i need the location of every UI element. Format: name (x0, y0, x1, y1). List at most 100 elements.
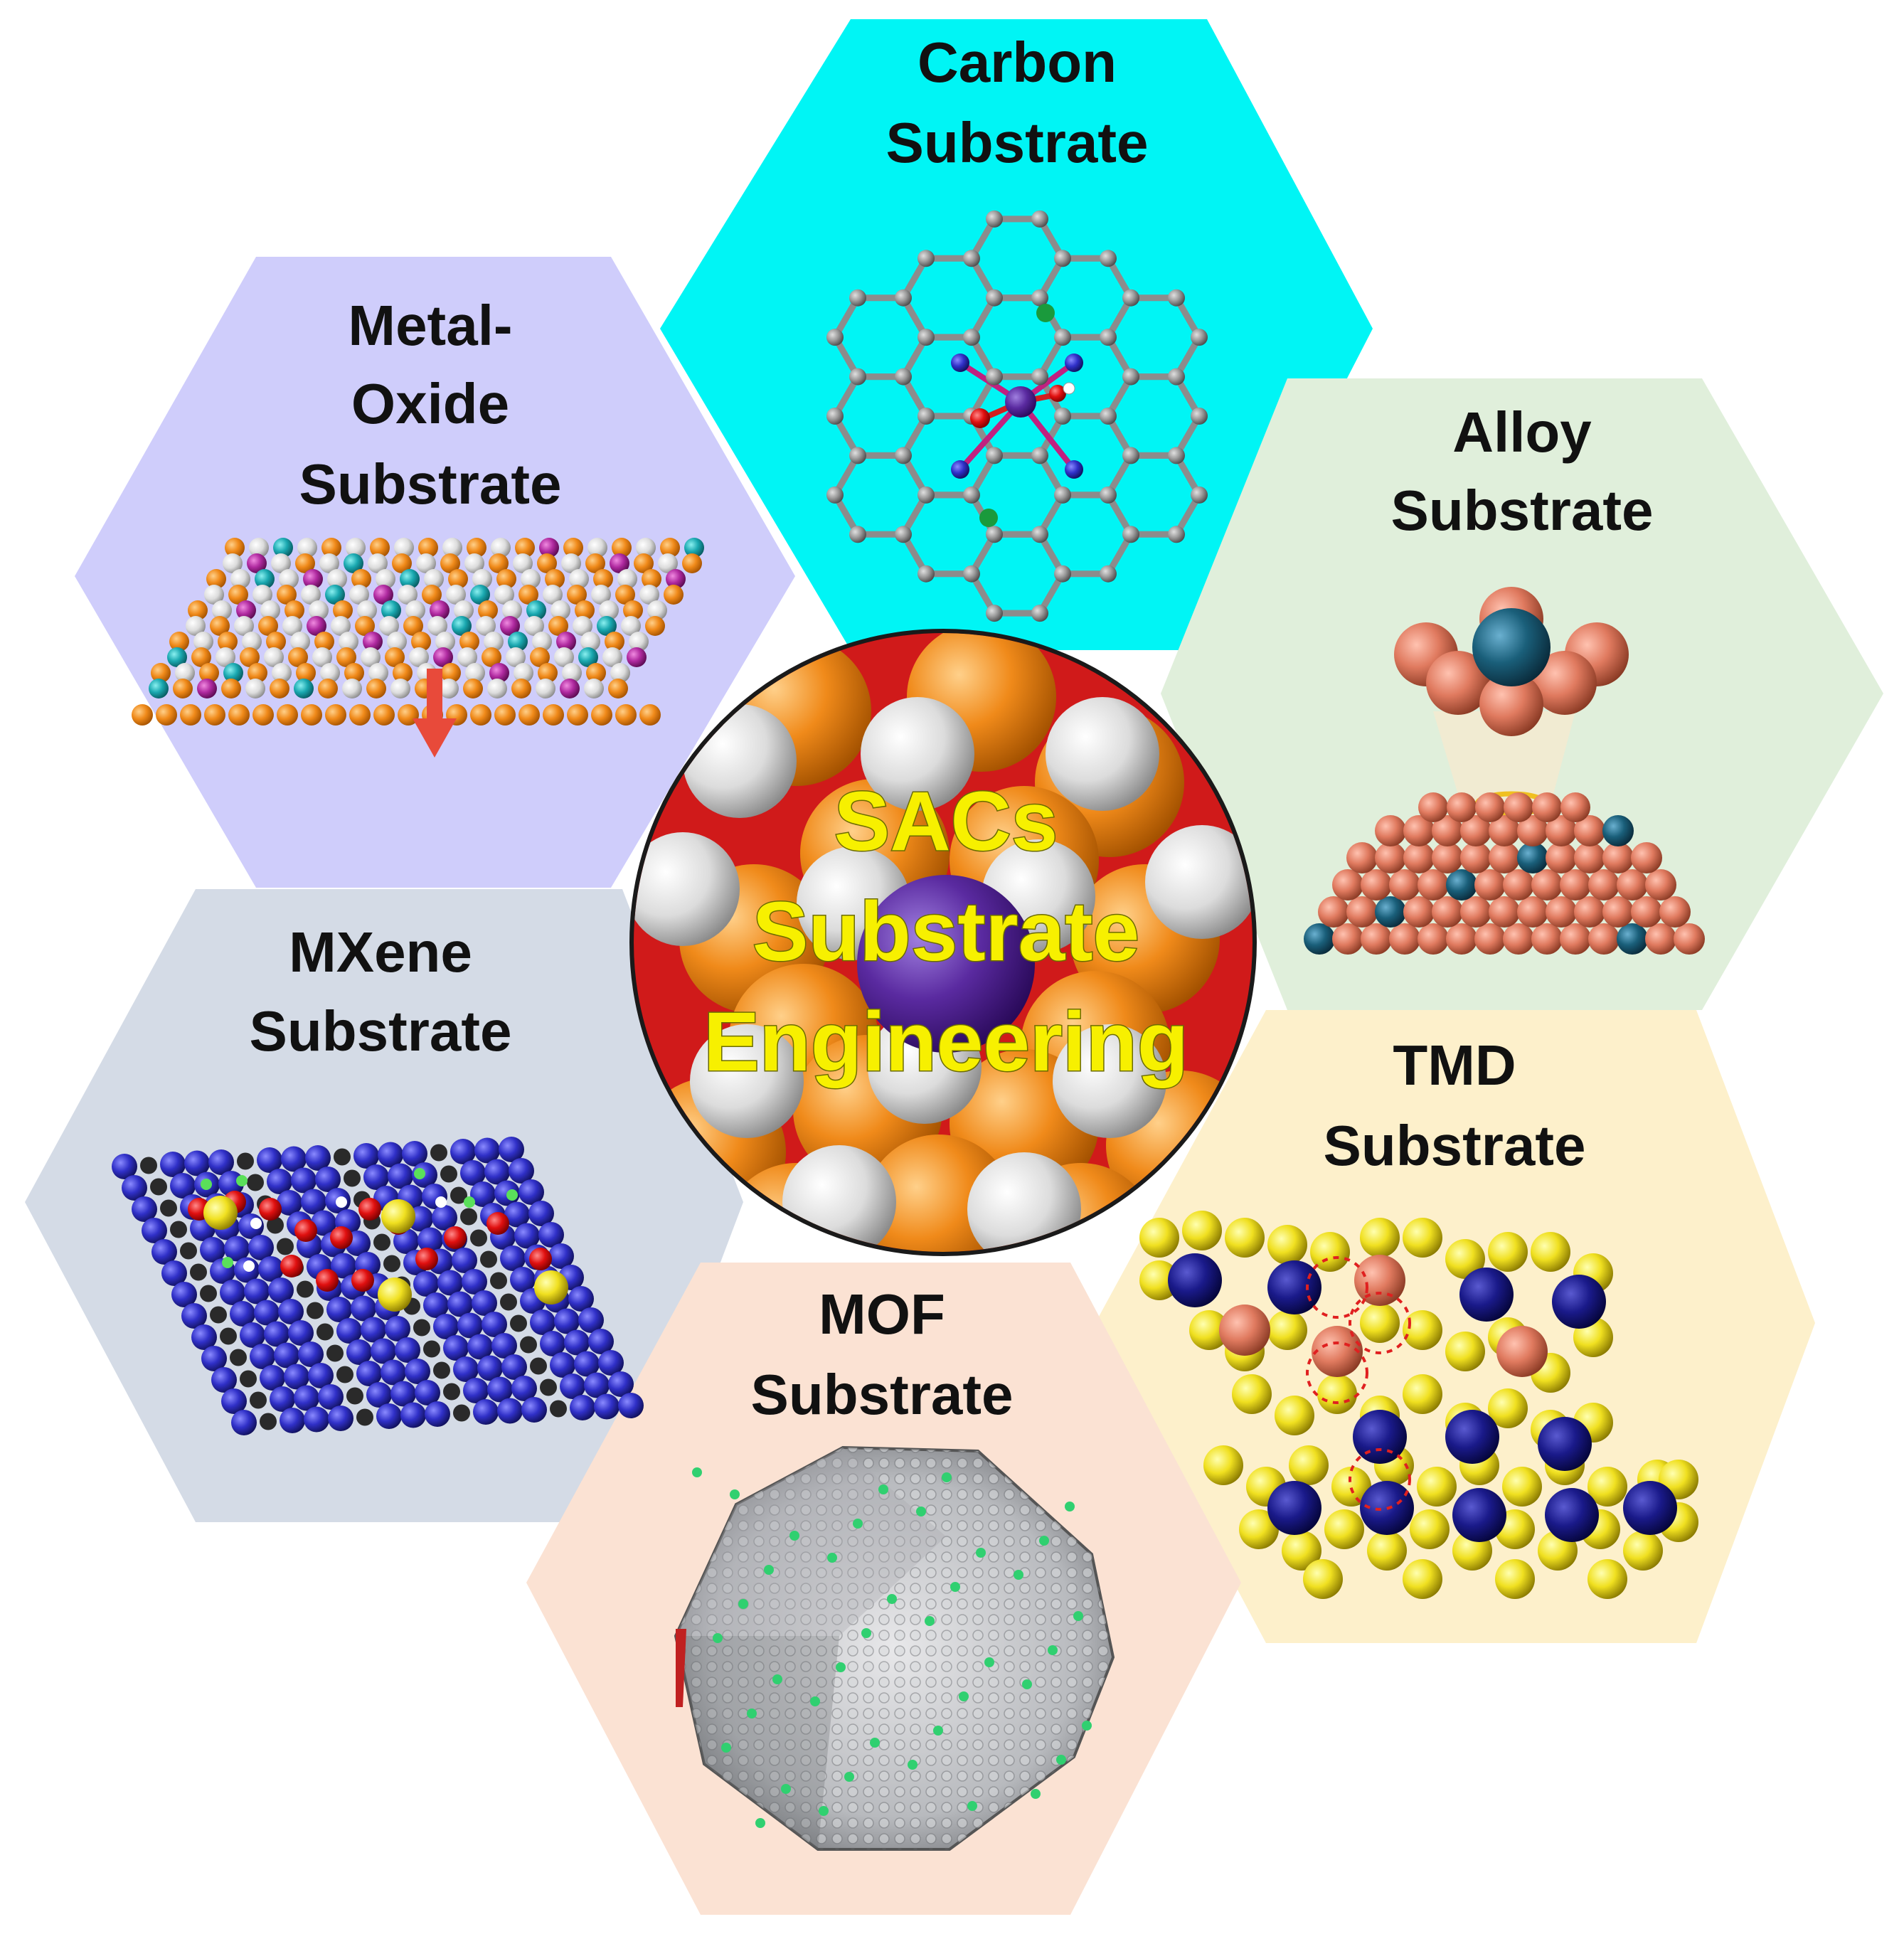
sulfur-atom (1403, 1218, 1442, 1258)
dopant-n-atom (951, 354, 969, 372)
alloy-atom (1659, 896, 1691, 928)
metal-atom (450, 1139, 476, 1164)
oxide-atom (569, 569, 589, 589)
oxide-atom (301, 704, 322, 726)
metal-atom (181, 1303, 207, 1329)
sulfur-atom (1139, 1218, 1179, 1258)
metal-atom (393, 1228, 419, 1254)
carbon-atom (1168, 526, 1185, 543)
oxide-atom (684, 538, 704, 558)
oxide-atom (309, 600, 329, 620)
metal-atom (270, 1386, 295, 1412)
metal-atom (453, 1356, 479, 1382)
carbon-atom (430, 1144, 447, 1162)
alloy-atom (1403, 815, 1435, 846)
oxide-atom (290, 632, 310, 652)
oxide-atom (225, 538, 245, 558)
vacancy-ring (1306, 1341, 1368, 1404)
carbon-atom (297, 1280, 314, 1298)
metal-site-dot (861, 1628, 871, 1638)
carbon-atom (520, 1336, 537, 1354)
oxide-atom (435, 632, 455, 652)
oxide-atom (457, 647, 477, 667)
oxide-atom (327, 569, 347, 589)
carbon-atom (1054, 565, 1071, 583)
alloy-title-line2: Substrate (1391, 479, 1654, 542)
oxide-atom (210, 616, 230, 636)
oxide-atom (368, 553, 388, 573)
metal-atom (432, 1205, 457, 1231)
oxide-atom (463, 679, 483, 698)
oxide-atom (548, 616, 568, 636)
metal-atom (1452, 1488, 1506, 1542)
carbon-atom (190, 1263, 207, 1281)
metal-atom (482, 1312, 507, 1337)
sulfur-atom (1331, 1467, 1371, 1507)
sulfur-atom (1360, 1218, 1400, 1258)
oxygen-atom (415, 1248, 438, 1270)
carbon-atom (849, 447, 866, 464)
oxide-atom (357, 600, 377, 620)
oxide-atom (381, 600, 401, 620)
metal-atom (570, 1395, 595, 1420)
oxide-atom (664, 585, 684, 605)
oxide-atom (167, 647, 187, 667)
oxide-atom (593, 569, 613, 589)
carbon-atom (440, 1165, 457, 1183)
fluorine-atom (506, 1189, 518, 1201)
metal-atom (1267, 1260, 1321, 1314)
oxide-atom (218, 632, 238, 652)
oxide-atom (392, 553, 412, 573)
metal-atom (395, 1337, 420, 1363)
oxide-atom (272, 663, 292, 683)
metal-atom (151, 1239, 177, 1265)
oxide-atom (562, 663, 582, 683)
hydrogen-atom (435, 1196, 447, 1208)
metal-site-dot (916, 1507, 926, 1516)
alloy-atom (1574, 842, 1605, 873)
metal-site-dot (721, 1743, 731, 1753)
oxide-atom (245, 679, 265, 698)
oxide-atom (441, 663, 461, 683)
carbon-atom (460, 1208, 477, 1226)
metal-site-dot (692, 1467, 702, 1477)
white-atom (861, 697, 974, 811)
metal-atom (423, 1292, 449, 1318)
carbon-atom (849, 289, 866, 307)
oxide-atom (627, 647, 647, 667)
oxide-atom (199, 663, 219, 683)
metal-atom (402, 1141, 427, 1167)
metal-atom (462, 1269, 487, 1295)
oxide-atom (303, 569, 323, 589)
oxide-atom (545, 569, 565, 589)
alloy-atom (1560, 923, 1591, 955)
oxide-atom (551, 600, 570, 620)
oxide-atom (470, 704, 491, 726)
oxide-atom (610, 663, 630, 683)
oxygen-atom (330, 1226, 353, 1249)
alloy-pyramid-illustration (1304, 587, 1705, 955)
metal-atom (280, 1408, 305, 1433)
oxygen-atom (351, 1269, 374, 1292)
metal-atom (477, 1355, 503, 1381)
oxygen-atom (280, 1255, 303, 1277)
oxide-atom (242, 632, 262, 652)
oxide-atom (321, 538, 341, 558)
oxide-atom (228, 704, 250, 726)
metal-site-dot (887, 1594, 897, 1604)
alloy-atom (1517, 815, 1548, 846)
white-atom (634, 832, 740, 946)
carbon-atom (1122, 526, 1139, 543)
metal-atom (499, 1137, 524, 1162)
oxide-atom (312, 647, 332, 667)
oxide-atom (156, 704, 177, 726)
metal-site-dot (933, 1726, 943, 1736)
sulfur-atom (1403, 1374, 1442, 1414)
metal-atom (511, 1376, 537, 1401)
oxide-atom (344, 553, 363, 573)
carbon-atom (307, 1302, 324, 1319)
metal-atom (361, 1317, 386, 1343)
oxide-atom (602, 647, 622, 667)
sulfur-atom (1417, 1467, 1457, 1507)
white-atom (1046, 697, 1159, 811)
